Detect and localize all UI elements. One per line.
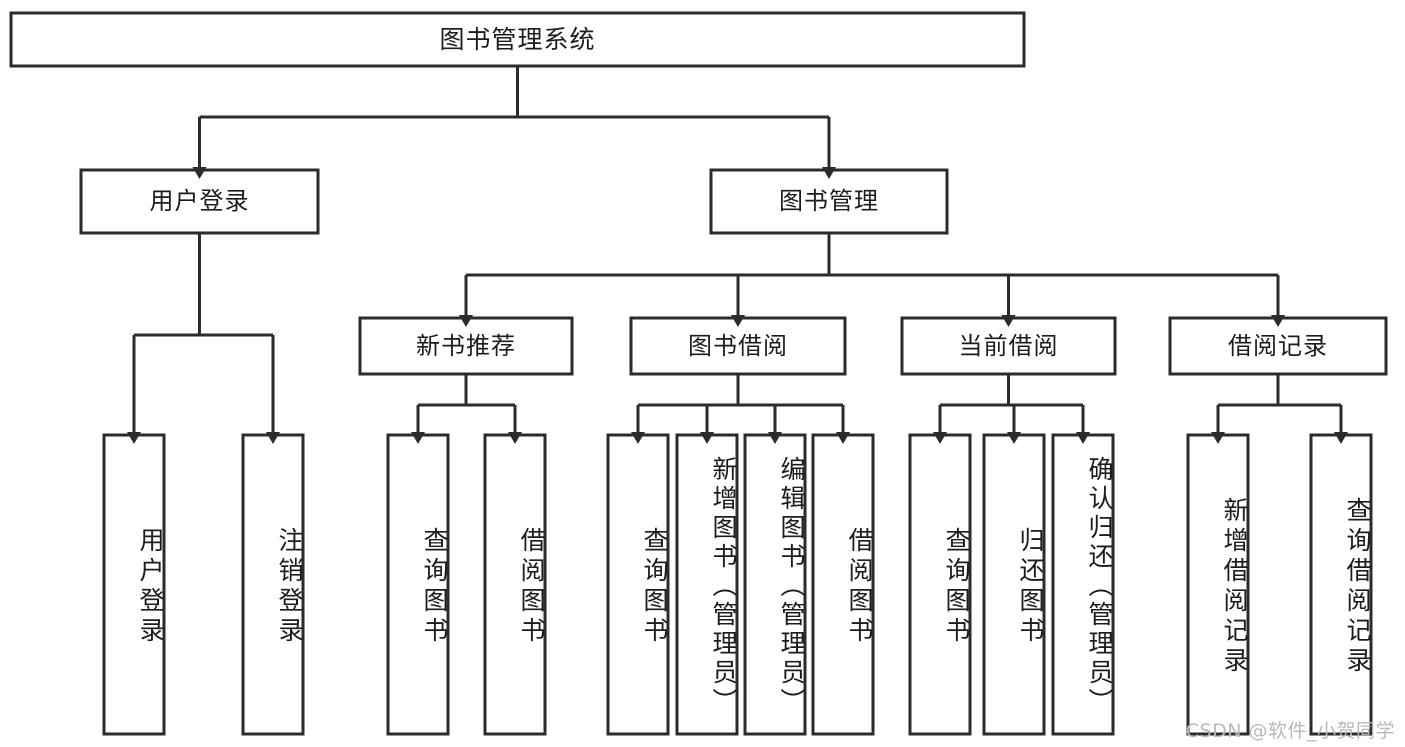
node-box-leaf-borrow-book-1	[483, 433, 547, 736]
node-box-book-manage	[709, 168, 949, 235]
node-boxes-layer	[9, 11, 1388, 736]
node-box-leaf-return-book	[982, 433, 1046, 736]
node-box-leaf-add-record	[1186, 433, 1250, 736]
node-box-leaf-confirm-return	[1051, 433, 1115, 736]
node-box-new-book-rec	[358, 316, 574, 376]
node-box-borrow-record	[1168, 316, 1388, 376]
node-box-book-borrow	[629, 316, 847, 376]
watermark-text: CSDN @软件_小贺同学	[1185, 720, 1395, 742]
node-box-leaf-edit-book	[743, 433, 807, 736]
node-box-leaf-query-record	[1309, 433, 1373, 736]
node-box-root	[9, 11, 1026, 68]
node-box-leaf-add-book	[675, 433, 739, 736]
node-box-leaf-query-book-3	[908, 433, 972, 736]
node-box-leaf-logout	[241, 433, 305, 736]
node-box-leaf-user-login	[102, 433, 166, 736]
node-box-leaf-borrow-book-2	[811, 433, 875, 736]
node-box-leaf-query-book-1	[386, 433, 450, 736]
node-box-leaf-query-book-2	[606, 433, 670, 736]
node-box-user-login	[79, 168, 320, 235]
node-box-current-borrow	[900, 316, 1117, 376]
connectors-layer	[127, 66, 1348, 444]
